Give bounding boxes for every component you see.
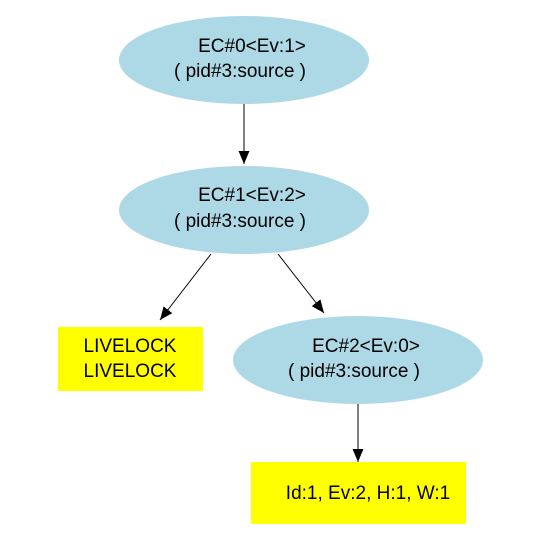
- node-livelock-shape: [58, 327, 203, 391]
- node-ec0-shape: [119, 16, 369, 104]
- node-result[interactable]: Id:1, Ev:2, H:1, W:1: [251, 462, 466, 524]
- node-ec2[interactable]: EC#2<Ev:0> ( pid#3:source ): [233, 316, 483, 404]
- edge-ec1-to-livelock: [159, 253, 212, 321]
- node-ec0-line1: EC#0<Ev:1>: [198, 36, 306, 57]
- node-ec1-line2: ( pid#3:source ): [174, 211, 306, 232]
- node-livelock-line2: LIVELOCK: [84, 361, 177, 382]
- node-ec0-line2: ( pid#3:source ): [174, 61, 306, 82]
- node-ec2-line2: ( pid#3:source ): [288, 361, 420, 382]
- node-ec1[interactable]: EC#1<Ev:2> ( pid#3:source ): [119, 166, 369, 254]
- node-ec1-shape: [119, 166, 369, 254]
- node-ec2-line1: EC#2<Ev:0>: [312, 336, 420, 357]
- node-result-line1: Id:1, Ev:2, H:1, W:1: [286, 483, 450, 504]
- edge-ec1-to-ec2: [277, 253, 325, 314]
- node-ec0[interactable]: EC#0<Ev:1> ( pid#3:source ): [119, 16, 369, 104]
- node-ec2-shape: [233, 316, 483, 404]
- node-result-shape: [251, 462, 466, 524]
- node-ec1-line1: EC#1<Ev:2>: [198, 185, 306, 206]
- node-livelock-line1: LIVELOCK: [84, 336, 177, 357]
- node-livelock[interactable]: LIVELOCK LIVELOCK: [58, 327, 203, 391]
